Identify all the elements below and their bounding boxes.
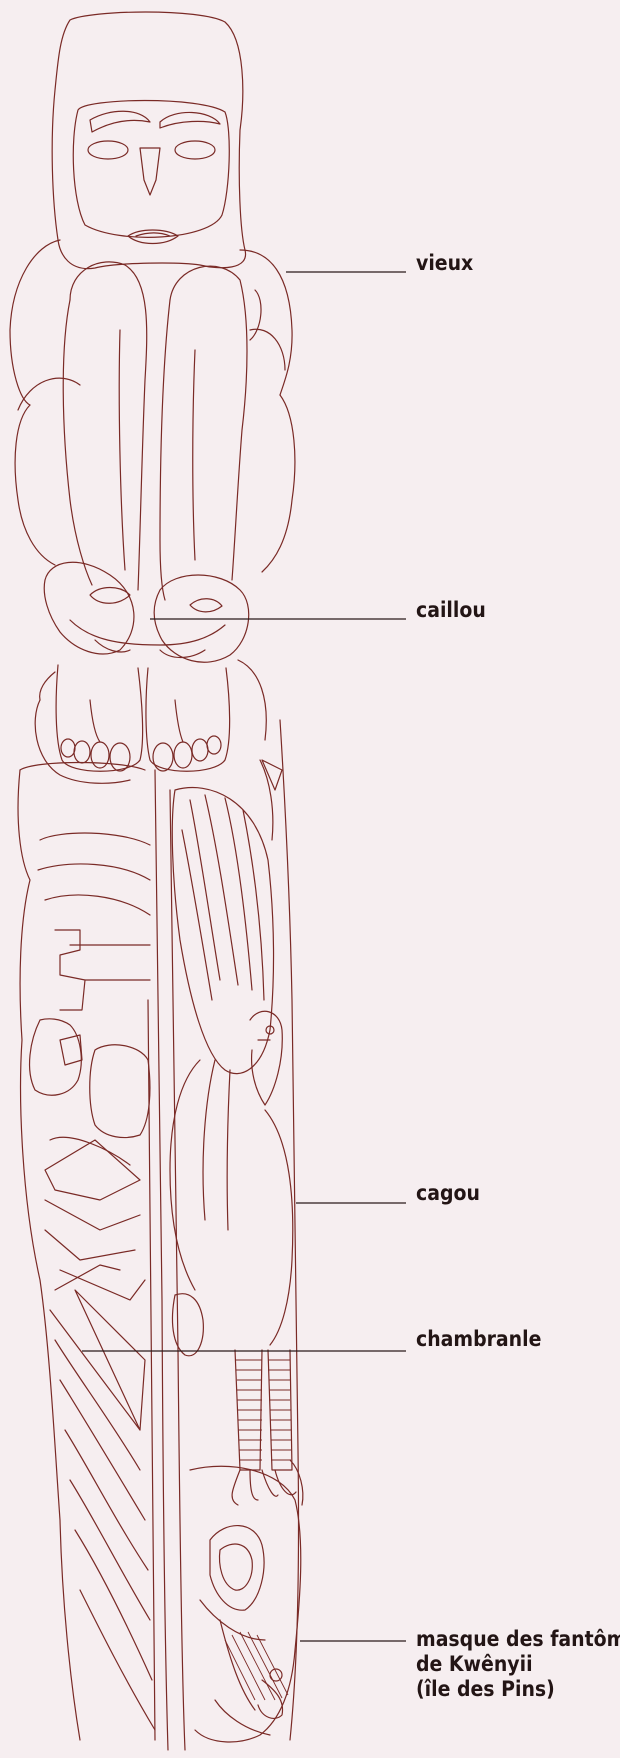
label-masque-line3: (île des Pins)	[416, 1677, 620, 1702]
label-masque-line2: de Kwênyii	[416, 1652, 620, 1677]
cagou-bird	[170, 760, 303, 1505]
label-vieux: vieux	[416, 251, 473, 276]
old-man-figure	[10, 12, 295, 783]
label-masque: masque des fantômes de Kwênyii (île des …	[416, 1627, 620, 1702]
label-masque-line1: masque des fantômes	[416, 1627, 620, 1652]
ghost-mask	[190, 1466, 301, 1742]
leader-lines	[82, 272, 406, 1641]
label-cagou: cagou	[416, 1181, 480, 1206]
label-caillou: caillou	[416, 598, 486, 623]
label-chambranle: chambranle	[416, 1327, 541, 1352]
left-side-carvings	[30, 833, 155, 1730]
